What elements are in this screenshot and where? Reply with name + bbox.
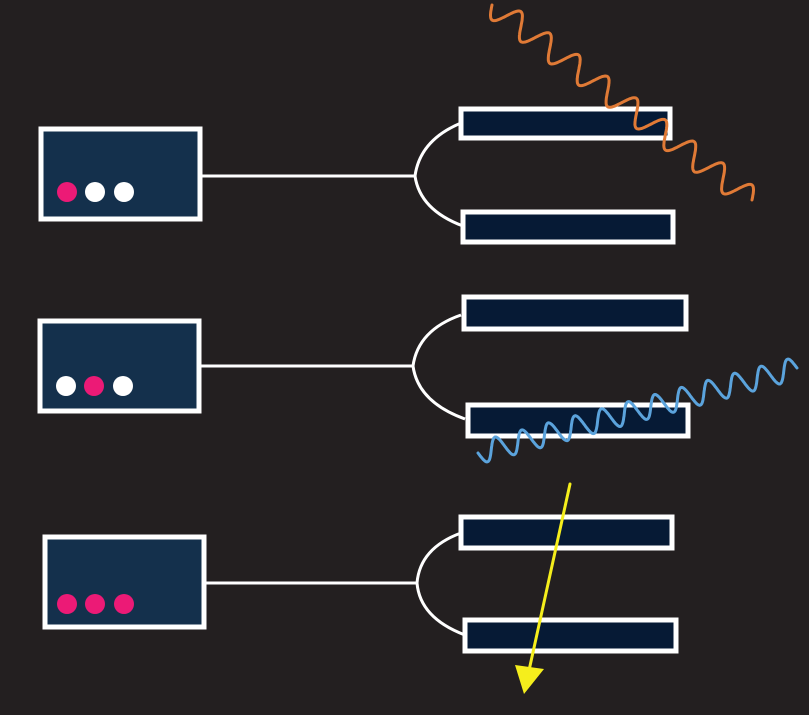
- group-2: [37, 294, 691, 439]
- source-box-1: [38, 126, 203, 222]
- yellow-arrow-head: [515, 665, 544, 694]
- target-box-1b: [460, 209, 676, 245]
- group-3: [42, 514, 679, 654]
- target-box-2b: [465, 402, 691, 439]
- state-dot: [114, 594, 134, 614]
- dot-row-2: [56, 376, 133, 396]
- orange-wavy-line: [489, 3, 755, 202]
- state-dot: [85, 594, 105, 614]
- group-1: [38, 106, 676, 245]
- yellow-arrow: [515, 482, 572, 694]
- state-dot: [113, 376, 133, 396]
- dot-row-3: [57, 594, 134, 614]
- branch-connector-3: [204, 531, 466, 637]
- state-dot: [57, 594, 77, 614]
- source-box-2: [37, 318, 202, 414]
- state-dot: [57, 182, 77, 202]
- branch-connector-2: [199, 313, 466, 421]
- target-box-3a: [458, 514, 675, 551]
- state-dot: [56, 376, 76, 396]
- target-box-2a: [461, 294, 689, 332]
- state-dot: [114, 182, 134, 202]
- blue-wavy-line: [476, 357, 799, 464]
- target-box-3b: [462, 617, 679, 654]
- state-dot: [84, 376, 104, 396]
- dot-row-1: [57, 182, 134, 202]
- branch-connector-1: [200, 121, 464, 228]
- target-box-1a: [458, 106, 673, 141]
- state-dot: [85, 182, 105, 202]
- yellow-arrow-shaft: [526, 482, 572, 677]
